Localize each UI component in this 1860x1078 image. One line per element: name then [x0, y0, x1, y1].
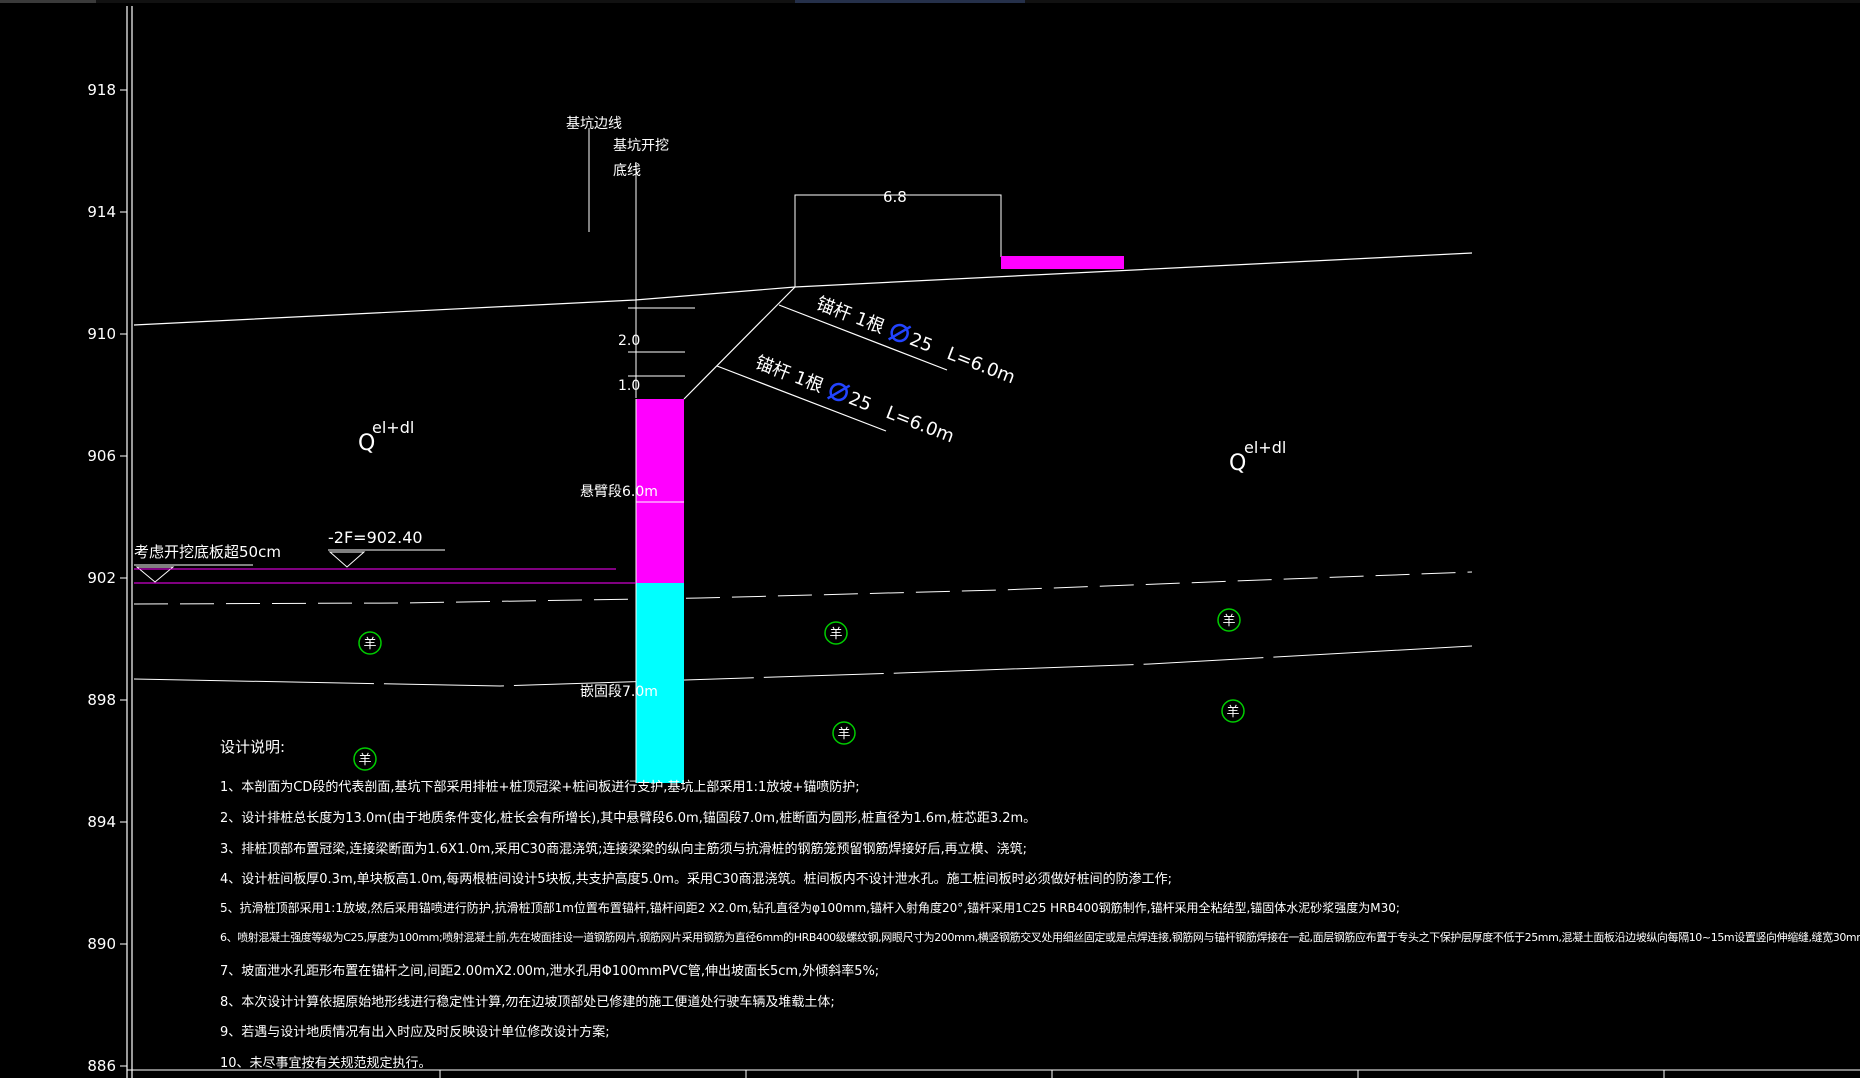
design-note: 5、抗滑桩顶部采用1:1放坡,然后采用锚喷进行防护,抗滑桩顶部1m位置布置锚杆,…: [220, 901, 1400, 915]
axis-tick-label: 886: [87, 1057, 116, 1075]
top-dimension: [794, 194, 1002, 287]
soil-symbol-ring: [832, 721, 856, 745]
design-note: 8、本次设计计算依据原始地形线进行稳定性计算,勿在边坡顶部处已修建的施工便道处行…: [220, 995, 835, 1010]
soil-symbol-ring: [824, 621, 848, 645]
design-notes: 设计说明: 1、本剖面为CD段的代表剖面,基坑下部采用排桩+桩顶冠梁+桩间板进行…: [220, 736, 1860, 1078]
magenta-load-block: [1001, 256, 1124, 269]
water-level-label: -2F=902.40: [328, 528, 423, 547]
anchor-1-diameter: 25: [907, 329, 936, 357]
dim-label-2: 2.0: [618, 333, 640, 349]
excavation-line-label: 基坑边线: [566, 115, 622, 132]
dashed-layer-line: [133, 571, 1473, 605]
soil-symbol-icon: 羊: [353, 747, 377, 771]
soil-symbol-glyph: 羊: [837, 726, 850, 742]
rebar-symbol-icon: [890, 323, 909, 343]
elevation-marker-icon: [135, 566, 175, 583]
axis-tick-label: 894: [87, 813, 116, 831]
soil-symbol-icon: 羊: [1217, 608, 1241, 632]
soil-symbol-ring: [1217, 608, 1241, 632]
soil-symbol-glyph: 羊: [363, 636, 376, 652]
excavation-bottom-label-1: 基坑开挖: [613, 137, 669, 154]
soil-symbol-glyph: 羊: [1222, 613, 1235, 629]
anchor-2-length: L=6.0m: [883, 402, 957, 447]
consider-depth-label: 考虑开挖底板超50cm: [134, 543, 281, 561]
design-note: 3、排桩顶部布置冠梁,连接梁断面为1.6X1.0m,采用C30商混浇筑;连接梁梁…: [220, 842, 1027, 857]
rebar-symbol-icon: [829, 382, 848, 402]
design-note: 1、本剖面为CD段的代表剖面,基坑下部采用排桩+桩顶冠梁+桩间板进行支护,基坑上…: [220, 780, 860, 795]
dim-label-6-8: 6.8: [883, 188, 907, 206]
top-bar-segment: [795, 0, 1025, 3]
lower-layer-line: [133, 645, 1473, 687]
design-note: 4、设计桩间板厚0.3m,单块板高1.0m,每两根桩间设计5块板,共支护高度5.…: [220, 872, 1172, 887]
design-note: 7、坡面泄水孔距形布置在锚杆之间,间距2.00mX2.00m,泄水孔用Φ100m…: [220, 964, 880, 979]
ground-line: [133, 252, 1473, 326]
soil-symbol-icon: 羊: [832, 721, 856, 745]
soil-symbol-ring: [358, 631, 382, 655]
water-level-marker-icon: [328, 551, 366, 568]
soil-left-superscript: el+dl: [372, 418, 414, 437]
design-note: 9、若遇与设计地质情况有出入时应及时反映设计单位修改设计方案;: [220, 1025, 610, 1040]
soil-right-superscript: el+dl: [1244, 438, 1286, 457]
slope-line: [683, 286, 796, 400]
soil-symbol-glyph: 羊: [1226, 704, 1239, 720]
rebar-symbol-slash: [887, 325, 912, 341]
axis-ticks: 918 914 910 906 902 898 894 890 886: [87, 81, 1665, 1078]
design-notes-title: 设计说明:: [220, 738, 286, 756]
anchor-1-length: L=6.0m: [944, 343, 1018, 388]
dim-label-1: 1.0: [618, 378, 640, 394]
axis-tick-label: 906: [87, 447, 116, 465]
pile-cantilever-section: [636, 399, 684, 583]
soil-symbol-icon: 羊: [824, 621, 848, 645]
cantilever-label: 悬臂段6.0m: [580, 484, 658, 500]
anchor-rod-2: [716, 365, 887, 432]
anchor-rod-1: [778, 304, 948, 371]
soil-symbol-glyph: 羊: [358, 752, 371, 768]
anchor-2-diameter: 25: [846, 388, 875, 416]
top-bar-segment: [0, 0, 96, 3]
design-note: 10、未尽事宜按有关规范规定执行。: [220, 1056, 432, 1071]
design-note: 2、设计排桩总长度为13.0m(由于地质条件变化,桩长会有所增长),其中悬臂段6…: [220, 811, 1037, 826]
soil-symbol-glyph: 羊: [829, 626, 842, 642]
design-note: 6、喷射混凝土强度等级为C25,厚度为100mm;喷射混凝土前,先在坡面挂设一道…: [220, 931, 1860, 944]
axis-tick-label: 902: [87, 569, 116, 587]
soil-right-symbol: Q: [1229, 451, 1246, 476]
anchorage-label: 嵌固段7.0m: [580, 684, 658, 700]
soil-symbol-group: 羊 羊 羊 羊 羊 羊: [353, 608, 1245, 771]
axis-tick-label: 910: [87, 325, 116, 343]
anchor-1-label: 锚杆 1根 25 L=6.0m: [813, 293, 1018, 388]
axis-tick-label: 914: [87, 203, 116, 221]
anchor-2-text: 锚杆 1根: [752, 352, 826, 397]
pile-anchorage-section: [636, 583, 684, 783]
rebar-symbol-slash: [826, 384, 851, 400]
axis-tick-label: 918: [87, 81, 116, 99]
axis-tick-label: 898: [87, 691, 116, 709]
soil-symbol-ring: [1221, 699, 1245, 723]
axis-tick-label: 890: [87, 935, 116, 953]
excavation-bottom-label-2: 底线: [613, 163, 641, 179]
soil-symbol-icon: 羊: [1221, 699, 1245, 723]
soil-symbol-ring: [353, 747, 377, 771]
top-bar: [0, 0, 1860, 3]
soil-symbol-icon: 羊: [358, 631, 382, 655]
anchor-1-text: 锚杆 1根: [813, 293, 887, 338]
soil-left-symbol: Q: [358, 431, 375, 456]
anchor-2-label: 锚杆 1根 25 L=6.0m: [752, 352, 957, 447]
